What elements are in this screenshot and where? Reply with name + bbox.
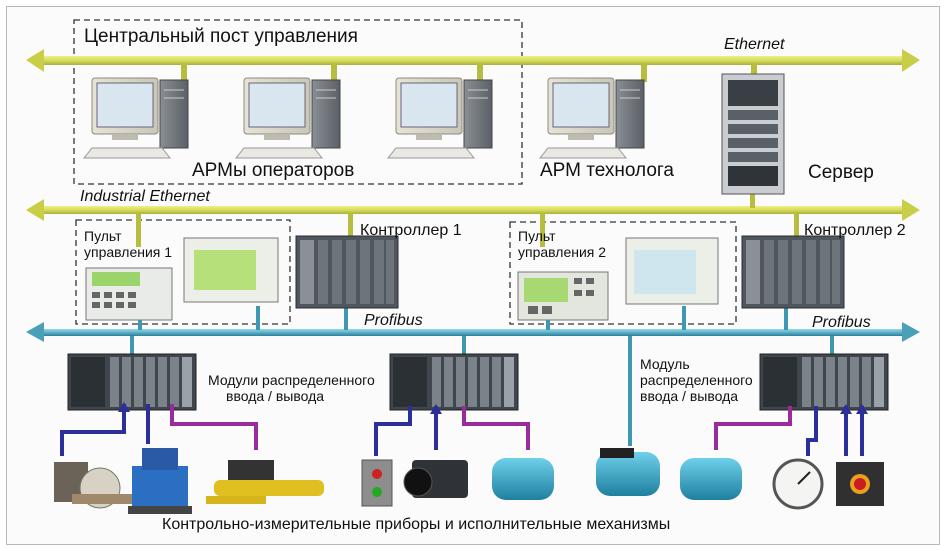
- technologist-label: АРМ технолога: [540, 160, 674, 181]
- panel2-box: [509, 221, 737, 325]
- central-post-box: [73, 19, 523, 185]
- panel2-label-line2: управления 2: [518, 244, 607, 260]
- emergency-button-icon: [836, 462, 884, 506]
- panel2-label-line1: Пульт: [518, 228, 556, 244]
- cylinder-icon: [206, 460, 324, 504]
- motor-icon: [492, 448, 742, 500]
- ethernet-bus: [26, 49, 920, 72]
- operator-panel-icon: [85, 237, 719, 321]
- gauge-icon: [772, 458, 824, 510]
- profibus-label-1: Profibus: [364, 312, 423, 329]
- dist-modules-label-line1: Модули распределенного: [208, 372, 375, 388]
- operators-label: АРМы операторов: [192, 160, 355, 181]
- pump-icon: [128, 448, 192, 514]
- panel1-label-line1: Пульт: [84, 228, 122, 244]
- server-rack-icon: [721, 73, 785, 195]
- camera-icon: [403, 460, 468, 498]
- controller1-label: Контроллер 1: [360, 222, 462, 239]
- central-post-title: Центральный пост управления: [84, 26, 358, 47]
- panel1-box: [75, 219, 291, 325]
- valve-icon: [54, 462, 132, 509]
- controller2-label: Контроллер 2: [804, 222, 906, 239]
- bottom-caption: Контрольно-измерительные приборы и испол…: [162, 516, 671, 533]
- dist-module-label-line3: ввода / вывода: [640, 388, 739, 404]
- dist-module-label-line2: распределенного: [640, 372, 753, 388]
- dist-modules-label-line2: ввода / вывода: [226, 388, 325, 404]
- profibus-bus: [26, 322, 920, 342]
- industrial-ethernet-bus: [26, 199, 920, 221]
- panel1-label-line2: управления 1: [84, 244, 173, 260]
- switch-box-icon: [361, 459, 393, 507]
- ethernet-label: Ethernet: [724, 36, 785, 53]
- dist-module-label-line1: Модуль: [640, 356, 690, 372]
- industrial-ethernet-label: Industrial Ethernet: [80, 188, 210, 205]
- profibus-label-2: Profibus: [812, 314, 871, 331]
- server-label: Сервер: [808, 162, 874, 183]
